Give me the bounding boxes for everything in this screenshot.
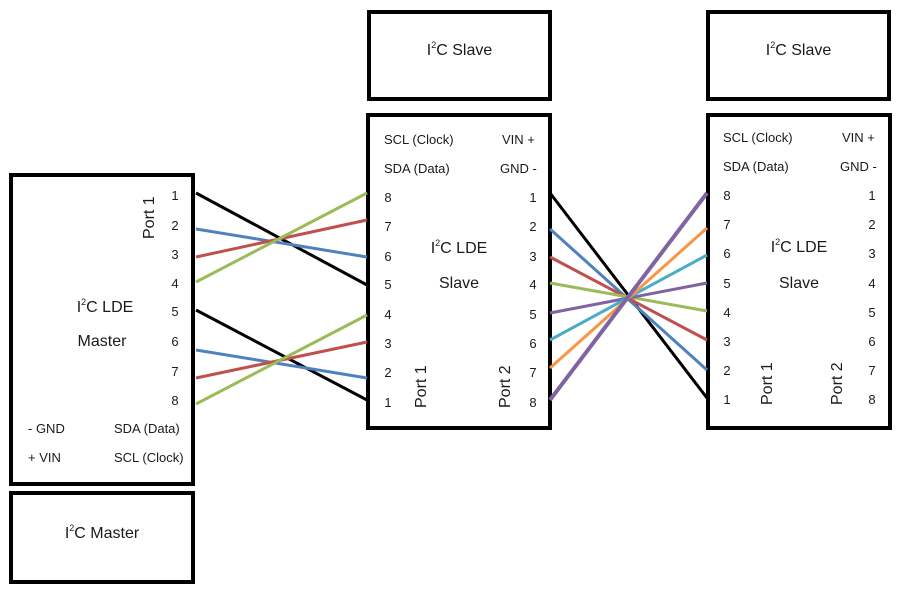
- slave1-right-pin-1: 1: [529, 190, 537, 205]
- slave2-left-pin-7: 7: [723, 217, 731, 232]
- master-vin-label: + VIN: [28, 450, 61, 465]
- master-sda-label: SDA (Data): [114, 421, 180, 436]
- master-lde-title: I2C LDE: [76, 296, 134, 316]
- i2c-slave-box-2: [706, 10, 891, 101]
- slave1-right-pin-3: 3: [529, 249, 537, 264]
- master-pin-3: 3: [171, 247, 179, 262]
- slave2-left-pin-2: 2: [723, 363, 731, 378]
- i2c-lde-master-box: [9, 173, 195, 486]
- slave2-right-pin-4: 4: [868, 276, 876, 291]
- slave2-right-pin-8: 8: [868, 392, 876, 407]
- slave1-lde-title: I2C LDE: [430, 237, 488, 257]
- i2c-lde-slave-box-2: [706, 113, 892, 430]
- slave2-vin-label: VIN +: [842, 130, 875, 145]
- slave1-scl-label: SCL (Clock): [384, 132, 454, 147]
- i2c-master-box: [9, 491, 195, 584]
- master-pin-8: 8: [171, 393, 179, 408]
- slave2-lde-title: I2C LDE: [770, 236, 828, 256]
- slave2-left-pin-5: 5: [723, 276, 731, 291]
- master-port1-label: Port 1: [141, 196, 158, 239]
- wire-purple-s8: [548, 191, 709, 402]
- slave2-scl-label: SCL (Clock): [723, 130, 793, 145]
- wire-blue-6: [195, 348, 368, 380]
- i2c-master-label: I2C Master: [64, 522, 140, 542]
- slave2-left-pin-6: 6: [723, 246, 731, 261]
- slave1-right-pin-8: 8: [529, 395, 537, 410]
- i2c-lde-slave-box-1: [366, 113, 552, 430]
- slave1-vin-label: VIN +: [502, 132, 535, 147]
- wire-green-4: [195, 191, 368, 284]
- slave2-right-pin-1: 1: [868, 188, 876, 203]
- slave1-right-pin-4: 4: [529, 277, 537, 292]
- master-pin-1: 1: [171, 188, 179, 203]
- slave1-sda-label: SDA (Data): [384, 161, 450, 176]
- slave2-right-pin-5: 5: [868, 305, 876, 320]
- master-pin-7: 7: [171, 364, 179, 379]
- master-pin-6: 6: [171, 334, 179, 349]
- master-pin-5: 5: [171, 304, 179, 319]
- master-pin-2: 2: [171, 218, 179, 233]
- slave2-port2-label: Port 2: [829, 362, 846, 405]
- wire-green-8: [195, 313, 368, 406]
- slave2-left-pin-3: 3: [723, 334, 731, 349]
- slave1-left-pin-3: 3: [384, 336, 392, 351]
- slave2-sda-label: SDA (Data): [723, 159, 789, 174]
- slave1-right-pin-5: 5: [529, 307, 537, 322]
- i2c-slave-label-2: I2C Slave: [765, 39, 832, 59]
- slave2-left-pin-4: 4: [723, 305, 731, 320]
- master-pin-4: 4: [171, 276, 179, 291]
- master-gnd-label: - GND: [28, 421, 65, 436]
- slave2-right-pin-2: 2: [868, 217, 876, 232]
- slave1-left-pin-1: 1: [384, 395, 392, 410]
- slave1-right-pin-2: 2: [529, 219, 537, 234]
- slave1-left-pin-2: 2: [384, 365, 392, 380]
- wire-blue-2: [195, 227, 368, 259]
- slave1-left-pin-7: 7: [384, 219, 392, 234]
- wire-black-5: [195, 308, 368, 402]
- slave1-gnd-label: GND -: [500, 161, 537, 176]
- slave2-left-pin-8: 8: [723, 188, 731, 203]
- slave1-lde-subtitle: Slave: [438, 275, 480, 292]
- slave1-left-pin-5: 5: [384, 277, 392, 292]
- slave1-right-pin-7: 7: [529, 365, 537, 380]
- i2c-slave-label-1: I2C Slave: [426, 39, 493, 59]
- slave1-left-pin-8: 8: [384, 190, 392, 205]
- slave2-gnd-label: GND -: [840, 159, 877, 174]
- slave2-left-pin-1: 1: [723, 392, 731, 407]
- slave1-left-pin-6: 6: [384, 249, 392, 264]
- slave2-lde-subtitle: Slave: [778, 275, 820, 292]
- master-lde-subtitle: Master: [77, 333, 127, 350]
- master-scl-label: SCL (Clock): [114, 450, 184, 465]
- slave1-port2-label: Port 2: [497, 365, 514, 408]
- slave2-right-pin-7: 7: [868, 363, 876, 378]
- slave2-port1-label: Port 1: [759, 362, 776, 405]
- slave1-right-pin-6: 6: [529, 336, 537, 351]
- slave2-right-pin-3: 3: [868, 246, 876, 261]
- slave1-left-pin-4: 4: [384, 307, 392, 322]
- slave1-port1-label: Port 1: [413, 365, 430, 408]
- i2c-slave-box-1: [367, 10, 552, 101]
- slave2-right-pin-6: 6: [868, 334, 876, 349]
